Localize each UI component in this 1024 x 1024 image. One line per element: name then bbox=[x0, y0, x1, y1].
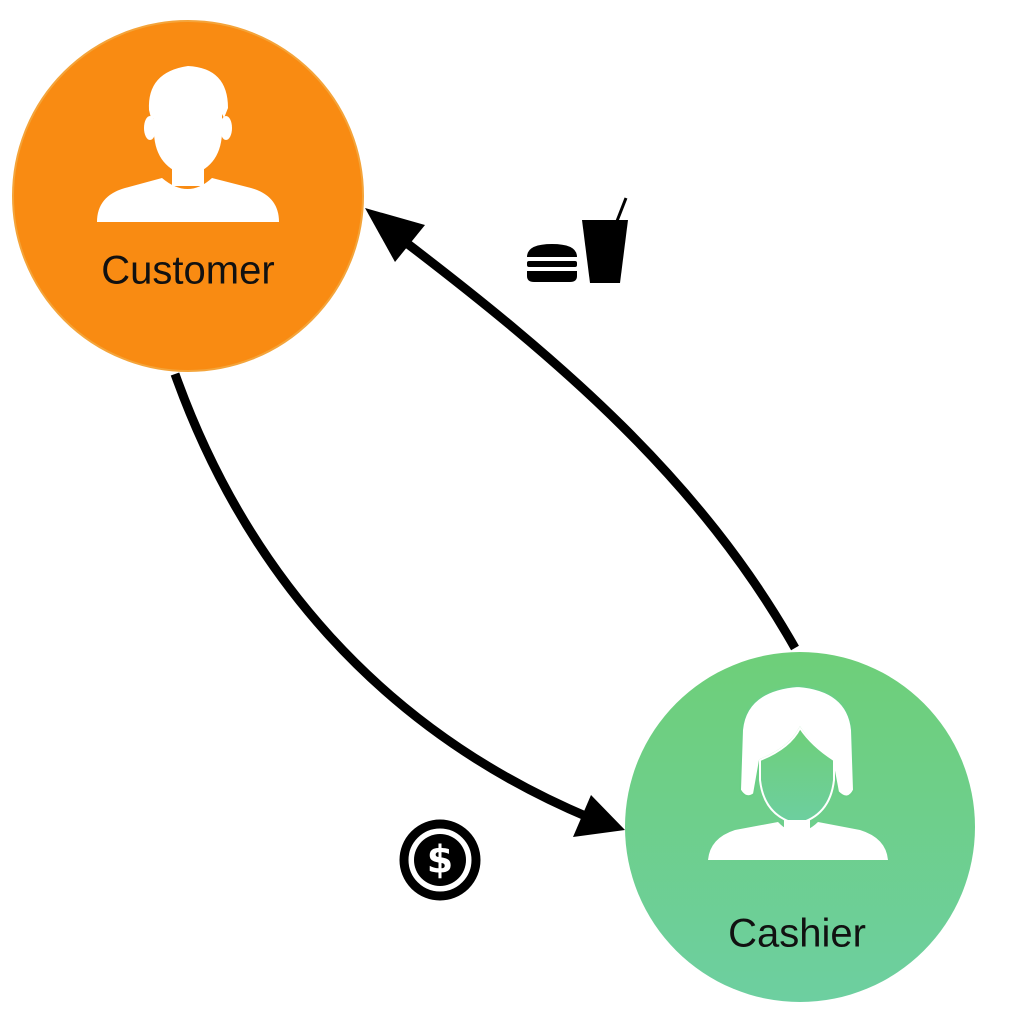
food-arrowhead bbox=[365, 208, 425, 262]
female-avatar-icon bbox=[708, 684, 888, 860]
customer-node[interactable]: Customer bbox=[12, 20, 364, 372]
cashier-label: Cashier bbox=[728, 912, 866, 956]
payment-arrow-line bbox=[170, 372, 592, 823]
edge-food-delivery bbox=[365, 208, 799, 651]
edge-payment bbox=[170, 372, 625, 837]
dollar-coin-icon: $ bbox=[399, 819, 481, 901]
male-avatar-icon bbox=[97, 66, 279, 222]
burger-and-drink-icon bbox=[527, 197, 628, 283]
payment-arrowhead bbox=[573, 795, 625, 837]
customer-label: Customer bbox=[101, 249, 274, 293]
svg-text:$: $ bbox=[427, 838, 453, 882]
food-arrow-line bbox=[397, 234, 799, 651]
cashier-node[interactable]: Cashier bbox=[625, 652, 975, 1002]
